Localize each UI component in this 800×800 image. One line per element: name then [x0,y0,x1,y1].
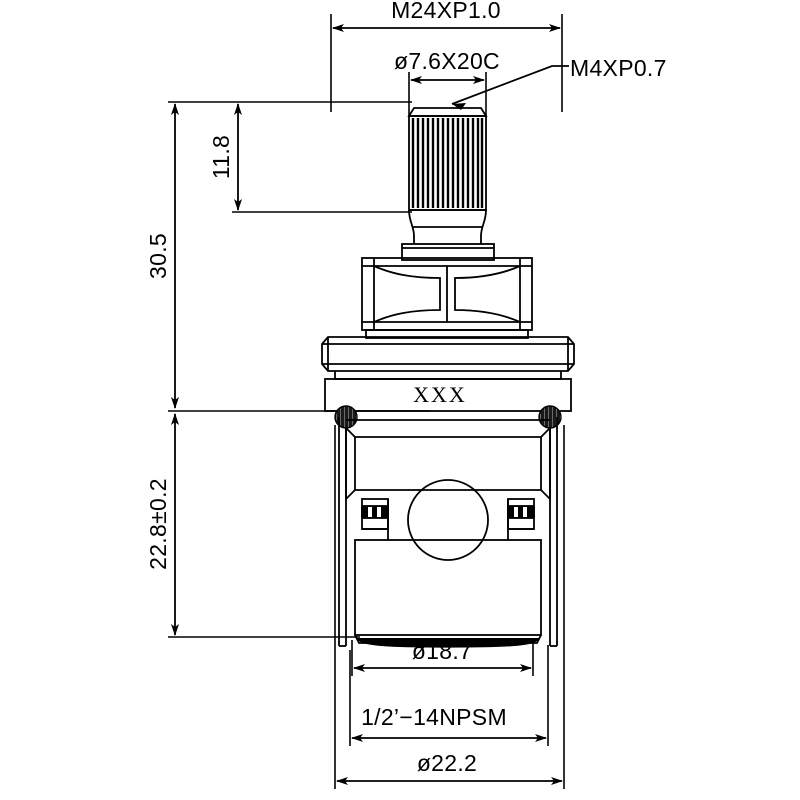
stem-spline-label: ø7.6X20C [394,48,500,74]
flange-taper [334,371,562,380]
marking-band [324,378,572,412]
overall-diameter-label: ø22.2 [417,750,477,776]
hex-nut [361,257,533,339]
extension-lines [168,14,565,789]
stem-neck [408,209,487,244]
splined-stem [407,107,488,211]
upper-flange [321,336,575,372]
overall-upper-label: 30.5 [145,233,171,279]
top-thread-label: M24XP1.0 [391,0,501,23]
screw-thread-leader-line [451,65,569,110]
base-bore-label: ø18.7 [412,638,472,664]
stem-height-label: 11.8 [208,135,234,179]
cartridge-body-lower [354,539,542,636]
flange-marking-label: XXX [413,382,467,407]
stem-shoulder [401,243,495,261]
retaining-tab-right [507,498,535,540]
pipe-thread-label: 1/2’−14NPSM [361,704,507,730]
base-plate [354,634,542,648]
retaining-tab-left [361,498,389,540]
cartridge-body-upper [345,419,551,500]
screw-thread-label: M4XP0.7 [570,55,667,81]
body-height-label: 22.8±0.2 [145,478,171,570]
flow-port [407,479,489,561]
cartridge-outer-wall [338,417,558,647]
